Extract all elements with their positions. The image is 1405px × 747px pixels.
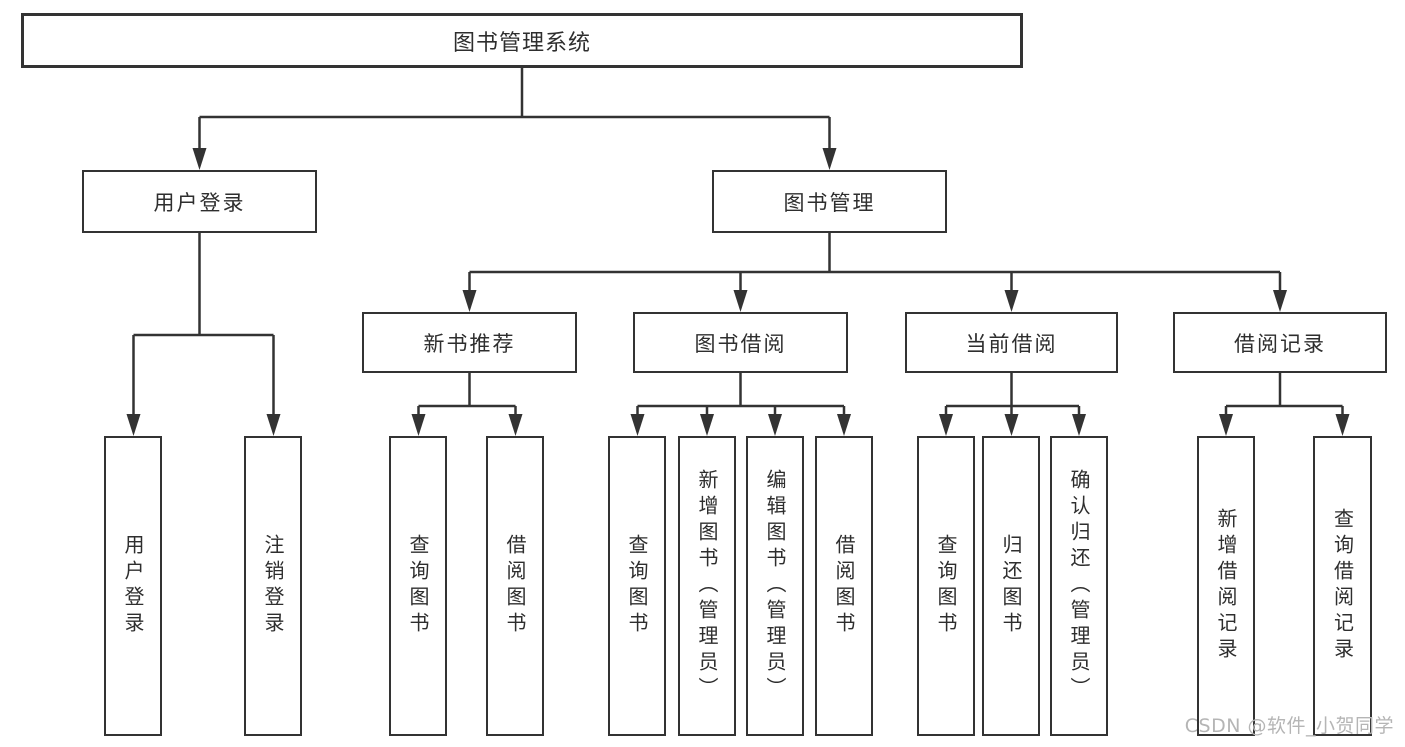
csdn-watermark: CSDN @软件_小贺同学 (1184, 715, 1394, 737)
leaf-borrow-book: 借阅图书 (815, 436, 873, 736)
arrow-icon (266, 414, 281, 436)
connector-current-borrow (944, 373, 1081, 416)
node-new-book-recommend: 新书推荐 (362, 312, 577, 373)
leaf-add-book-admin: 新增图书（管理员） (678, 436, 736, 736)
arrow-icon (411, 414, 426, 436)
leaf-add-borrow-record: 新增借阅记录 (1197, 436, 1255, 736)
leaf-logout-login: 注销登录 (244, 436, 302, 736)
leaf-edit-book-admin: 编辑图书（管理员） (746, 436, 804, 736)
leaf-query-borrow-record: 查询借阅记录 (1313, 436, 1372, 736)
leaf-query-book-current: 查询图书 (917, 436, 975, 736)
connector-borrow-records (1224, 373, 1344, 416)
arrow-icon (837, 414, 851, 436)
leaf-confirm-return-admin: 确认归还（管理员） (1050, 436, 1108, 736)
leaf-return-book: 归还图书 (982, 436, 1040, 736)
arrow-icon (192, 148, 207, 170)
leaf-query-book-borrow: 查询图书 (608, 436, 666, 736)
arrow-icon (630, 414, 645, 436)
node-book-management: 图书管理 (712, 170, 947, 233)
node-root-system: 图书管理系统 (21, 13, 1023, 68)
arrowheads (126, 148, 1350, 436)
arrow-icon (939, 414, 953, 436)
connector-new-book-recommend (417, 373, 517, 416)
node-current-borrow: 当前借阅 (905, 312, 1118, 373)
arrow-icon (1072, 414, 1086, 436)
leaf-user-login: 用户登录 (104, 436, 162, 736)
arrow-icon (1004, 414, 1019, 436)
arrow-icon (126, 414, 141, 436)
arrow-icon (1004, 290, 1019, 312)
connector-root (198, 68, 831, 150)
leaf-borrow-book-recommend: 借阅图书 (486, 436, 544, 736)
node-book-borrow: 图书借阅 (633, 312, 848, 373)
connector-book-management (468, 233, 1282, 292)
arrow-icon (700, 414, 714, 436)
arrow-icon (1219, 414, 1233, 436)
arrow-icon (508, 414, 523, 436)
arrow-icon (822, 148, 837, 170)
arrow-icon (768, 414, 782, 436)
arrow-icon (1273, 290, 1287, 312)
node-user-login: 用户登录 (82, 170, 317, 233)
leaf-query-book-recommend: 查询图书 (389, 436, 447, 736)
arrow-icon (733, 290, 748, 312)
arrow-icon (1335, 414, 1350, 436)
arrow-icon (462, 290, 477, 312)
connector-book-borrow (636, 373, 846, 416)
node-borrow-records: 借阅记录 (1173, 312, 1387, 373)
connector-user-login (132, 233, 275, 416)
